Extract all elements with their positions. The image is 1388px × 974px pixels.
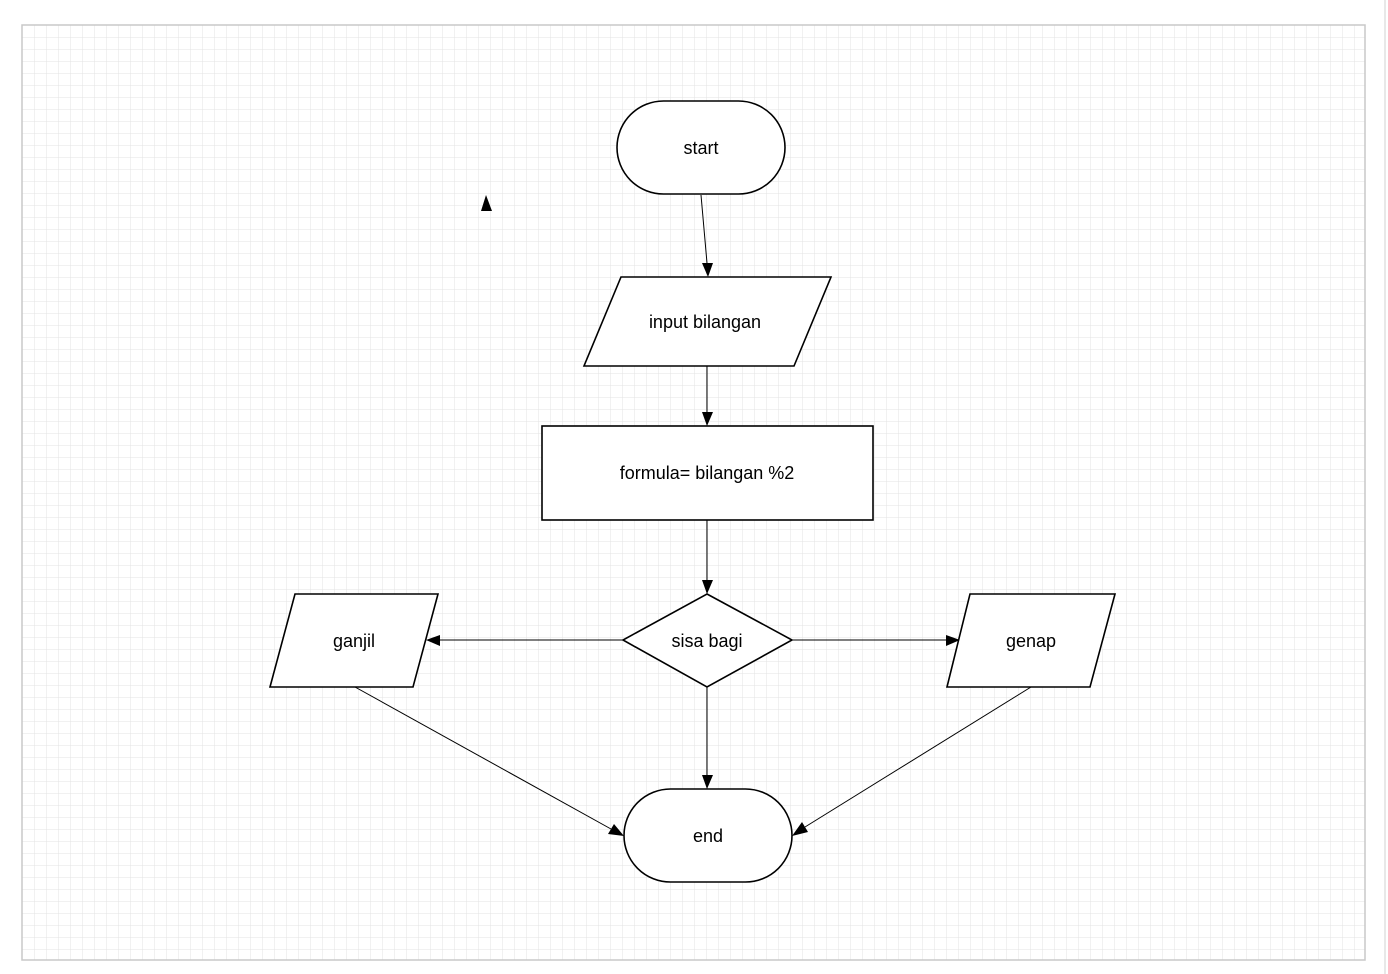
arrowhead-genap <box>946 635 960 646</box>
ganjil-label: ganjil <box>333 631 375 651</box>
arrowhead-input <box>702 263 713 277</box>
arrowhead-process <box>702 412 713 426</box>
arrowhead-end-center <box>702 775 713 789</box>
process-rectangle-shape <box>541 425 874 521</box>
edge-ganjil-end[interactable] <box>354 686 612 830</box>
genap-label: genap <box>1006 631 1056 651</box>
node-ganjil[interactable]: ganjil <box>268 593 440 688</box>
arrowhead-decision <box>702 580 713 594</box>
input-label: input bilangan <box>649 312 761 332</box>
page-border <box>21 24 1366 961</box>
start-label: start <box>683 138 718 158</box>
decision-label: sisa bagi <box>671 631 742 651</box>
start-terminator-shape <box>616 100 786 195</box>
node-end[interactable]: end <box>623 788 793 883</box>
decision-diamond-shape <box>621 593 794 688</box>
arrowhead-ganjil <box>426 635 440 646</box>
node-decision[interactable]: sisa bagi <box>621 593 794 688</box>
edges-layer <box>354 194 1032 836</box>
edge-genap-end[interactable] <box>804 686 1032 828</box>
input-parallelogram-shape <box>582 276 833 367</box>
genap-parallelogram-shape <box>945 593 1117 688</box>
node-input[interactable]: input bilangan <box>582 276 833 367</box>
end-label: end <box>693 826 723 846</box>
node-process[interactable]: formula= bilangan %2 <box>541 425 874 521</box>
process-label: formula= bilangan %2 <box>620 463 795 483</box>
arrowhead-end-right <box>792 822 808 836</box>
end-terminator-shape <box>623 788 793 883</box>
stray-arrow-marker[interactable] <box>481 195 492 211</box>
node-genap[interactable]: genap <box>945 593 1117 688</box>
arrowhead-end-left <box>608 824 624 836</box>
edge-start-input[interactable] <box>700 194 708 264</box>
ganjil-parallelogram-shape <box>268 593 440 688</box>
node-start[interactable]: start <box>616 100 786 195</box>
